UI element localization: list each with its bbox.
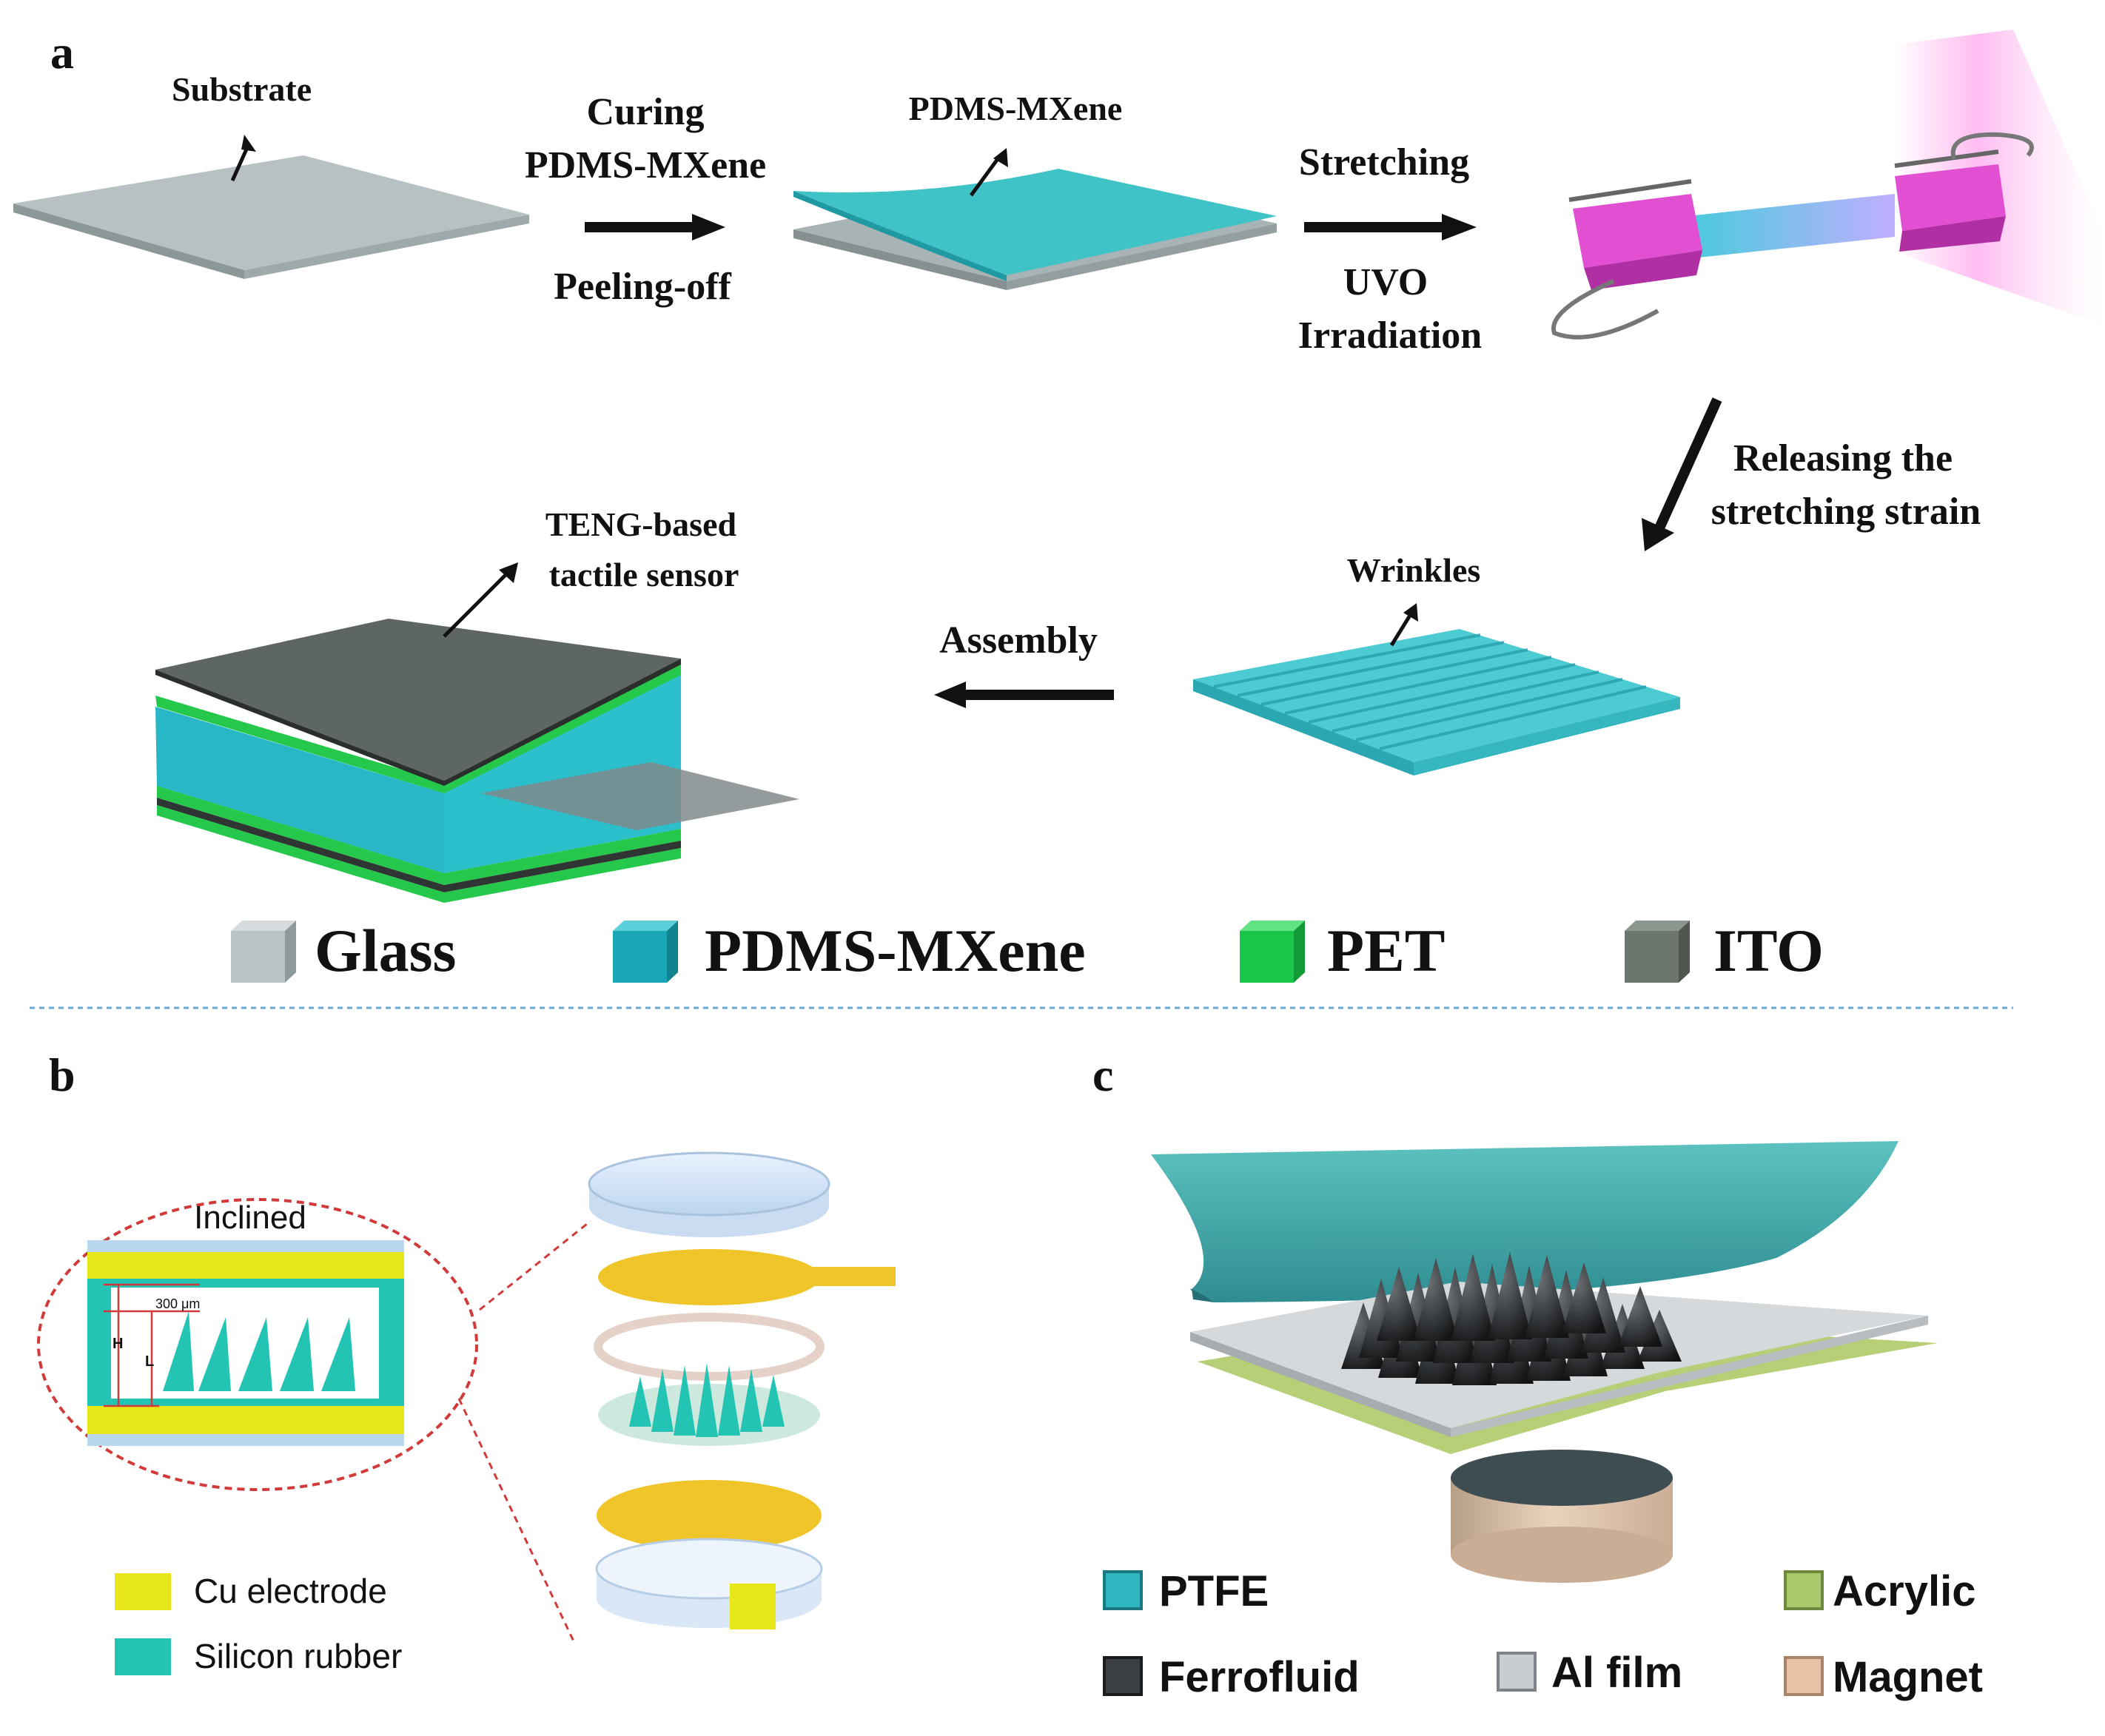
- legend-c-acrylic: Acrylic: [1784, 1567, 1975, 1615]
- substrate-label: Substrate: [172, 70, 312, 108]
- process-arrow-1: [585, 214, 725, 240]
- releasing-label-2: stretching strain: [1711, 491, 1981, 533]
- legend-b-silicon-label: Silicon rubber: [194, 1637, 402, 1675]
- pdms-mxene-on-substrate: [793, 169, 1277, 290]
- stretching-label: Stretching: [1299, 141, 1469, 184]
- legend-c-acrylic-label: Acrylic: [1833, 1567, 1975, 1615]
- legend-c-ptfe: PTFE: [1103, 1567, 1269, 1615]
- legend-a-ito: ITO: [1625, 917, 1824, 984]
- legend-b-cu-swatch: [115, 1573, 171, 1610]
- legend-a-pdms-mxene-label: PDMS-MXene: [705, 917, 1086, 984]
- zoom-connector-bottom: [457, 1398, 576, 1644]
- assembly-label: Assembly: [939, 619, 1098, 662]
- legend-a-pet: PET: [1240, 917, 1445, 984]
- legend-c-magnet: Magnet: [1784, 1653, 1983, 1701]
- legend-c-al-film: Al film: [1497, 1649, 1682, 1697]
- stretching-clamp-setup: [1551, 30, 2105, 340]
- teng-label-2: tactile sensor: [549, 556, 739, 593]
- legend-c: PTFE Acrylic Ferrofluid Al film Magnet: [1103, 1567, 1983, 1701]
- panel-c: c: [1092, 1049, 1983, 1701]
- wrinkles-label: Wrinkles: [1347, 551, 1481, 589]
- dimension-300um-label: 300 μm: [155, 1296, 200, 1311]
- panel-b: b Inclined 300 μm H L: [37, 1049, 896, 1675]
- dimension-l-label: L: [145, 1353, 154, 1370]
- uvo-label-1: UVO: [1343, 261, 1428, 303]
- legend-c-ferrofluid-label: Ferrofluid: [1159, 1653, 1360, 1701]
- legend-a: Glass PDMS-MXene PET ITO: [231, 917, 1824, 984]
- wrinkled-film: [1193, 629, 1680, 776]
- teng-sensor-stack: [155, 619, 799, 903]
- zoom-connector-top: [479, 1219, 591, 1311]
- legend-a-ito-label: ITO: [1713, 917, 1824, 984]
- substrate-plate: [13, 155, 529, 279]
- teng-label-1: TENG-based: [545, 505, 737, 543]
- legend-a-pet-label: PET: [1327, 917, 1445, 984]
- legend-a-glass-label: Glass: [315, 917, 456, 984]
- curing-label-2: PDMS-MXene: [525, 144, 766, 186]
- panel-a: a Substrate Curing PDMS-MXene Peeling-of…: [13, 26, 2105, 984]
- panel-label-c: c: [1092, 1049, 1113, 1101]
- process-arrow-2: [1304, 214, 1477, 240]
- ptfe-sheet: [1151, 1141, 1898, 1302]
- legend-b-silicon-swatch: [115, 1638, 171, 1675]
- ferrofluid-spikes: [1341, 1252, 1682, 1385]
- substrate-pointer-arrow: [230, 143, 251, 182]
- inset-title: Inclined: [194, 1200, 306, 1236]
- legend-b: Cu electrode Silicon rubber: [115, 1572, 402, 1675]
- legend-a-glass: Glass: [231, 917, 456, 984]
- legend-c-al-film-label: Al film: [1551, 1649, 1682, 1697]
- releasing-label-1: Releasing the: [1733, 437, 1953, 480]
- pdms-mxene-pointer-arrow: [969, 155, 1001, 197]
- legend-c-magnet-label: Magnet: [1833, 1653, 1983, 1701]
- releasing-arrow: [1642, 397, 1722, 551]
- uvo-label-2: Irradiation: [1298, 314, 1483, 357]
- legend-b-cu-label: Cu electrode: [194, 1572, 387, 1610]
- legend-a-pdms-mxene: PDMS-MXene: [613, 917, 1086, 984]
- teng-pointer-arrow: [443, 571, 509, 638]
- wrinkles-pointer-arrow: [1389, 613, 1413, 647]
- dimension-h-label: H: [113, 1336, 123, 1352]
- magnet-cylinder: [1451, 1450, 1673, 1583]
- panel-label-a: a: [50, 26, 74, 78]
- legend-c-ptfe-label: PTFE: [1159, 1567, 1269, 1615]
- pdms-mxene-label: PDMS-MXene: [909, 90, 1123, 127]
- panel-label-b: b: [49, 1049, 75, 1101]
- inclined-structure-cross-section: 300 μm H L: [87, 1240, 404, 1446]
- assembly-arrow: [934, 682, 1114, 708]
- peeling-label: Peeling-off: [554, 266, 731, 308]
- curing-label-1: Curing: [587, 91, 705, 133]
- exploded-sensor-stack: [588, 1151, 896, 1629]
- legend-c-ferrofluid: Ferrofluid: [1103, 1653, 1360, 1701]
